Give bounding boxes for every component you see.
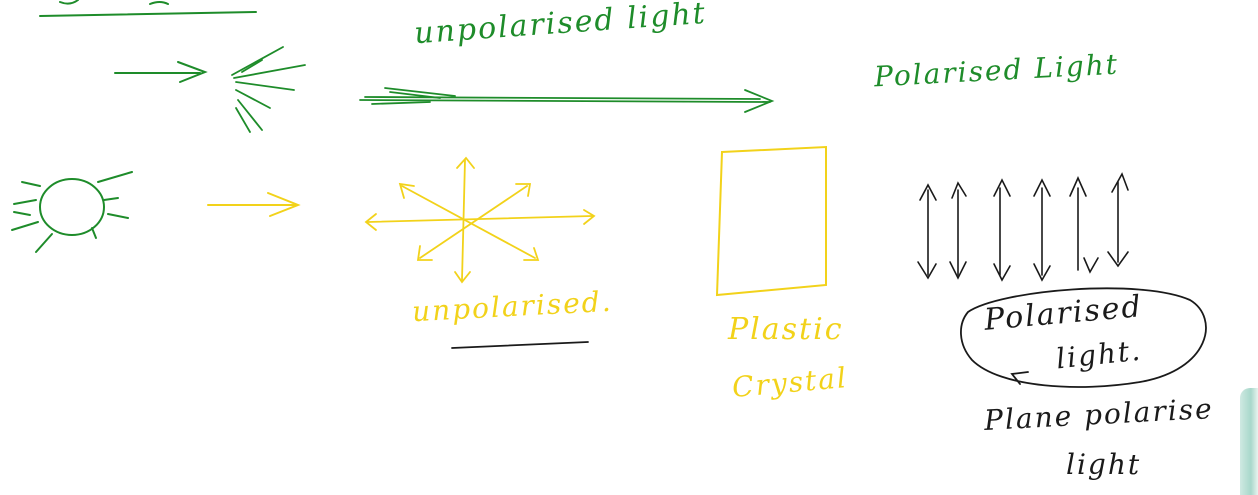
- plastic-crystal-rect: [717, 147, 826, 295]
- unpolarised-star-icon: [366, 158, 594, 282]
- light-rays-icon: [232, 47, 305, 132]
- sun-icon: [12, 172, 132, 252]
- long-green-arrow: [360, 88, 772, 112]
- yellow-arrow: [208, 193, 298, 216]
- polarised-arrows-icon: [918, 174, 1128, 280]
- label-light-bottom: light: [1066, 448, 1141, 481]
- unpolarised-underline: [452, 342, 588, 348]
- green-arrow-left: [115, 62, 205, 82]
- top-left-underline: [40, 0, 256, 16]
- webcam-thumbnail-edge: [1240, 388, 1258, 495]
- label-plastic: Plastic: [728, 312, 844, 347]
